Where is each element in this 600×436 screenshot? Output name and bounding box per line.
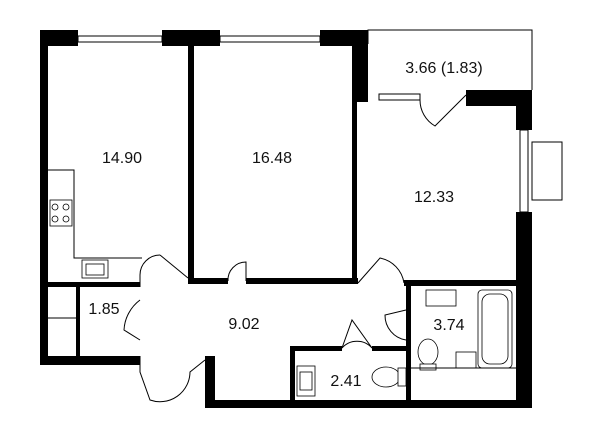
kitchen — [48, 169, 142, 279]
wall-room2-balcony — [352, 30, 368, 102]
wall-bath-left — [406, 285, 411, 407]
wall-room2-bottom-b — [246, 278, 358, 284]
door-entrance — [139, 356, 206, 403]
bathroom-toilet-icon — [417, 338, 439, 366]
wall-top-2 — [162, 30, 220, 46]
wall-room1-bottom — [48, 282, 140, 287]
door-storage — [123, 299, 141, 341]
door-room2 — [227, 261, 247, 282]
window-room1 — [77, 35, 163, 43]
area-label-room-3: 12.33 — [414, 189, 454, 206]
washer-icon — [425, 289, 457, 307]
door-room1 — [139, 254, 161, 287]
door-toilet — [341, 340, 373, 349]
kitchen-counter — [48, 169, 142, 259]
wall-room3-bottom — [404, 280, 516, 286]
window-balcony — [378, 93, 421, 101]
wall-room2-room3 — [352, 102, 357, 282]
door-balcony — [419, 94, 467, 127]
wall-room1-room2 — [188, 46, 194, 282]
stove-icon — [49, 199, 73, 227]
wall-toilet-top-a — [290, 346, 342, 351]
room-labels: 14.90 16.48 3.66 (1.83) 12.33 1.85 9.02 … — [88, 60, 482, 390]
bathroom-fixtures — [411, 289, 516, 371]
area-label-toilet: 2.41 — [330, 373, 361, 390]
toilet-icon — [371, 366, 401, 388]
windows — [77, 35, 563, 213]
wall-right-upper — [516, 90, 532, 130]
toilet-fixtures — [296, 365, 407, 397]
area-label-room-1: 14.90 — [102, 150, 142, 167]
area-label-room-2: 16.48 — [252, 150, 292, 167]
wall-top-1 — [40, 30, 78, 46]
door-bathroom — [384, 309, 407, 341]
area-label-hallway: 9.02 — [228, 316, 259, 333]
bathroom-sink-icon — [455, 351, 477, 369]
wall-toilet-left — [290, 346, 295, 402]
area-label-storage: 1.85 — [88, 301, 119, 318]
wall-hall-left — [205, 356, 215, 408]
wall-right-lower — [516, 212, 532, 408]
wall-bottom — [205, 400, 532, 408]
door-room3 — [357, 257, 405, 284]
wall-left — [40, 30, 48, 365]
area-label-bathroom: 3.74 — [433, 317, 464, 334]
wall-toilet-top-b — [372, 346, 410, 351]
wall-bottom-left — [40, 356, 140, 365]
window-room2 — [219, 35, 321, 43]
wall-room3-top — [466, 90, 532, 106]
doors — [123, 94, 467, 403]
window-bay-room3 — [531, 141, 563, 201]
window-room3 — [519, 129, 529, 213]
wall-room2-bottom-a — [188, 278, 228, 284]
wall-storage-right — [76, 287, 80, 357]
walls — [40, 30, 532, 408]
area-label-balcony: 3.66 (1.83) — [405, 60, 482, 77]
